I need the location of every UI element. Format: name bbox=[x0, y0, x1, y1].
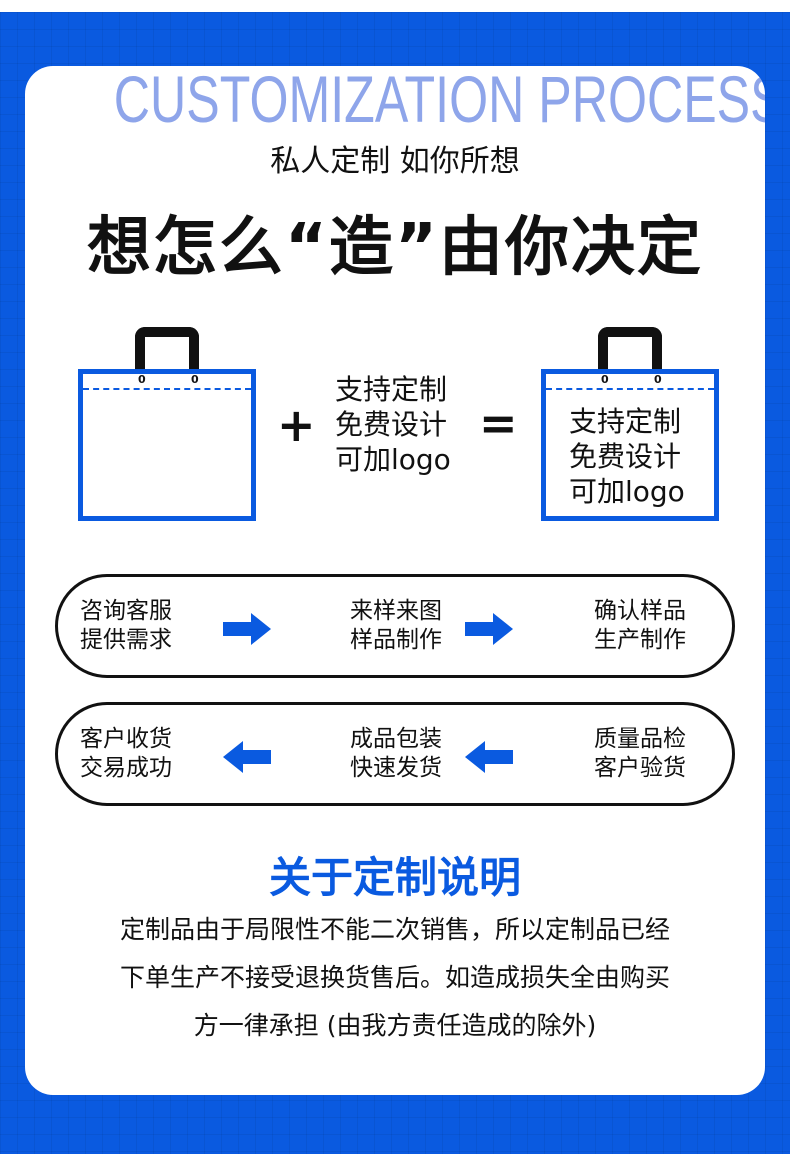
step-line: 质量品检 bbox=[594, 726, 686, 752]
process-step: 质量品检客户验货 bbox=[580, 725, 700, 783]
notice-text: 定制品由于局限性不能二次销售，所以定制品已经 下单生产不接受退换货售后。如造成损… bbox=[45, 906, 745, 1050]
blank-bag-icon: 0 0 bbox=[78, 369, 256, 521]
hole-label: 0 bbox=[191, 373, 199, 386]
text-line: 支持定制 bbox=[569, 405, 682, 438]
step-line: 咨询客服 bbox=[80, 598, 172, 624]
notice-line: 方一律承担 (由我方责任造成的除外) bbox=[193, 1011, 597, 1040]
arrow-left-icon bbox=[223, 741, 271, 773]
custom-text: 支持定制 免费设计 可加logo bbox=[335, 372, 451, 477]
process-step: 确认样品生产制作 bbox=[580, 597, 700, 655]
process-step: 咨询客服提供需求 bbox=[66, 597, 186, 655]
step-line: 提供需求 bbox=[80, 627, 172, 653]
step-line: 客户收货 bbox=[80, 726, 172, 752]
hole-label: 0 bbox=[601, 373, 609, 386]
custom-bag-icon: 0 0 支持定制 免费设计 可加logo bbox=[541, 369, 719, 521]
step-line: 客户验货 bbox=[594, 755, 686, 781]
bag-handle-icon bbox=[598, 327, 662, 371]
arrow-left-icon bbox=[465, 741, 513, 773]
plus-sign: + bbox=[277, 398, 316, 452]
bag-handle-icon bbox=[135, 327, 199, 371]
content-card: CUSTOMIZATION PROCESS 私人定制 如你所想 想怎么“造”由你… bbox=[25, 66, 765, 1095]
step-line: 生产制作 bbox=[594, 627, 686, 653]
step-line: 交易成功 bbox=[80, 755, 172, 781]
subtitle: 私人定制 如你所想 bbox=[270, 144, 520, 179]
arrow-right-icon bbox=[223, 613, 271, 645]
main-title: 想怎么“造”由你决定 bbox=[86, 211, 704, 285]
process-step: 来样来图样品制作 bbox=[336, 597, 456, 655]
bag-text: 支持定制 免费设计 可加logo bbox=[569, 404, 685, 509]
text-line: 免费设计 bbox=[335, 408, 448, 441]
step-line: 成品包装 bbox=[350, 726, 442, 752]
process-step: 成品包装快速发货 bbox=[336, 725, 456, 783]
text-line: 支持定制 bbox=[335, 373, 448, 406]
step-line: 快速发货 bbox=[350, 755, 442, 781]
process-step: 客户收货交易成功 bbox=[66, 725, 186, 783]
text-line: 免费设计 bbox=[569, 440, 682, 473]
equals-sign: = bbox=[479, 396, 518, 450]
process-row-1: 咨询客服提供需求 来样来图样品制作 确认样品生产制作 bbox=[55, 574, 735, 678]
step-line: 来样来图 bbox=[350, 598, 442, 624]
notice-line: 定制品由于局限性不能二次销售，所以定制品已经 bbox=[119, 915, 670, 944]
notice-line: 下单生产不接受退换货售后。如造成损失全由购买 bbox=[119, 963, 670, 992]
text-line: 可加logo bbox=[569, 475, 685, 508]
english-title: CUSTOMIZATION PROCESS bbox=[113, 66, 765, 136]
step-line: 确认样品 bbox=[594, 598, 686, 624]
arrow-right-icon bbox=[465, 613, 513, 645]
hole-label: 0 bbox=[654, 373, 662, 386]
text-line: 可加logo bbox=[335, 443, 451, 476]
process-row-2: 客户收货交易成功 成品包装快速发货 质量品检客户验货 bbox=[55, 702, 735, 806]
notice-heading: 关于定制说明 bbox=[268, 853, 521, 902]
step-line: 样品制作 bbox=[350, 627, 442, 653]
hole-label: 0 bbox=[138, 373, 146, 386]
